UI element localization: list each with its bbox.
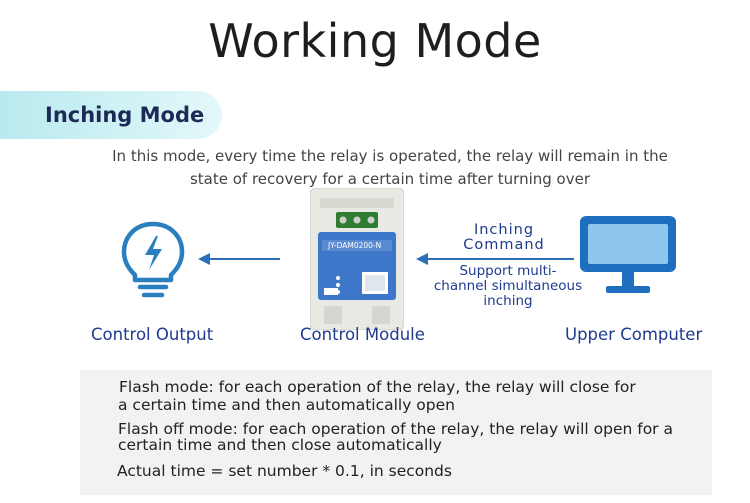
control-module-device — [309, 187, 405, 331]
command-label-line1: Inching — [473, 222, 535, 238]
command-label-line2: Command — [463, 237, 545, 253]
lightbulb-icon — [121, 221, 185, 298]
flash-mode-line1: Flash mode: for each operation of the re… — [119, 378, 636, 396]
mode-tab-label: Inching Mode — [45, 103, 205, 127]
flash-off-mode-line1: Flash off mode: for each operation of th… — [118, 420, 673, 438]
monitor-icon — [580, 216, 676, 293]
support-label-line2: channel simultaneous — [433, 278, 583, 294]
output-arrow-icon — [198, 253, 280, 265]
flash-off-mode-line2: certain time and then close automaticall… — [118, 436, 442, 454]
control-module-label: Control Module — [300, 325, 425, 344]
actual-time-line: Actual time = set number * 0.1, in secon… — [117, 462, 452, 480]
upper-computer-label: Upper Computer — [565, 325, 703, 344]
mode-tab — [0, 91, 222, 139]
command-arrow-icon — [416, 253, 574, 265]
control-output-label: Control Output — [91, 325, 214, 344]
flash-mode-line2: a certain time and then automatically op… — [118, 396, 455, 414]
support-label-line3: inching — [483, 293, 533, 309]
page-title: Working Mode — [208, 14, 542, 68]
module-model-label: JY-DAM0200-N — [328, 241, 382, 250]
mode-description: In this mode, every time the relay is op… — [112, 147, 668, 188]
support-label-line1: Support multi- — [459, 263, 557, 279]
notes-panel — [80, 370, 712, 495]
